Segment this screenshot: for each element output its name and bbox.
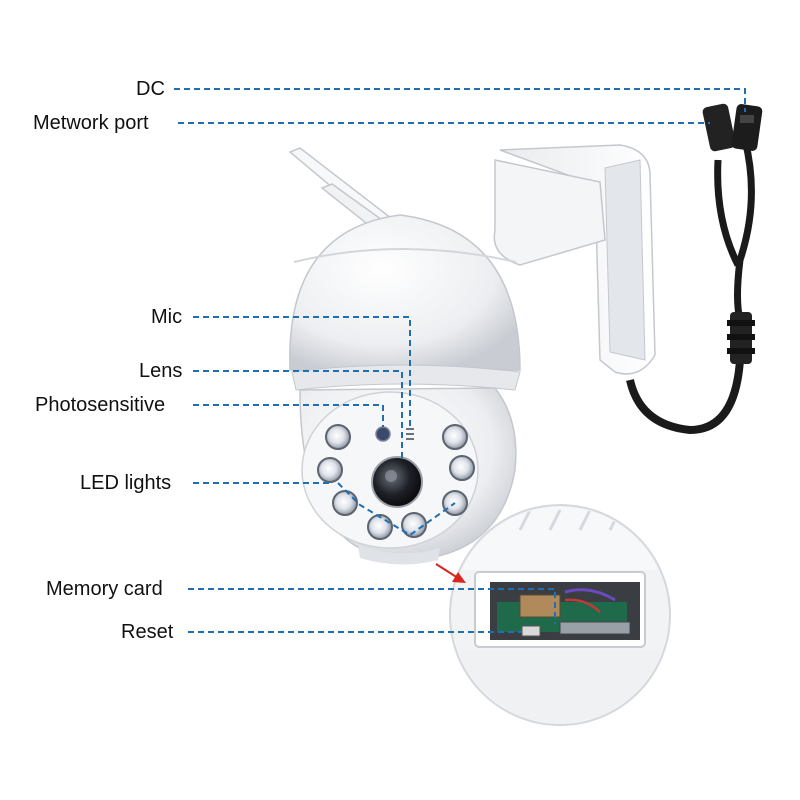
label-lens: Lens (139, 360, 183, 382)
leader-line-led-ring (337, 482, 456, 537)
label-reset: Reset (121, 621, 174, 643)
leader-lines (174, 88, 746, 633)
label-photosensitive: Photosensitive (35, 394, 166, 416)
label-dc: DC (136, 78, 165, 100)
leader-line-photosensitive (193, 404, 384, 427)
pointer-arrow (435, 563, 466, 583)
label-mic: Mic (151, 306, 183, 328)
led-ring (317, 424, 475, 540)
led-light-3 (332, 490, 358, 516)
lens (371, 456, 423, 508)
photosensor (375, 426, 391, 442)
led-light-4 (367, 514, 393, 540)
lens-assembly (371, 426, 423, 508)
network-port-connector (702, 103, 736, 152)
dc-connector (731, 104, 763, 151)
led-light-1 (325, 424, 351, 450)
reset-button-visual (521, 625, 541, 637)
led-light-8 (442, 424, 468, 450)
label-led-lights: LED lights (80, 472, 172, 494)
led-light-5 (401, 512, 427, 538)
memory-card-slot-visual (559, 621, 631, 635)
label-memory-card: Memory card (46, 578, 163, 600)
camera-dome (289, 214, 521, 391)
leader-line-dc (174, 88, 746, 112)
memory-card-closeup (449, 504, 671, 726)
led-light-7 (449, 455, 475, 481)
led-light-2 (317, 457, 343, 483)
leader-line-mic (193, 316, 411, 428)
cables (626, 103, 763, 435)
wall-bracket (493, 144, 656, 375)
label-network-port: Metwork port (33, 112, 149, 134)
leader-line-memory-card (188, 588, 556, 624)
mic-holes (406, 428, 414, 440)
